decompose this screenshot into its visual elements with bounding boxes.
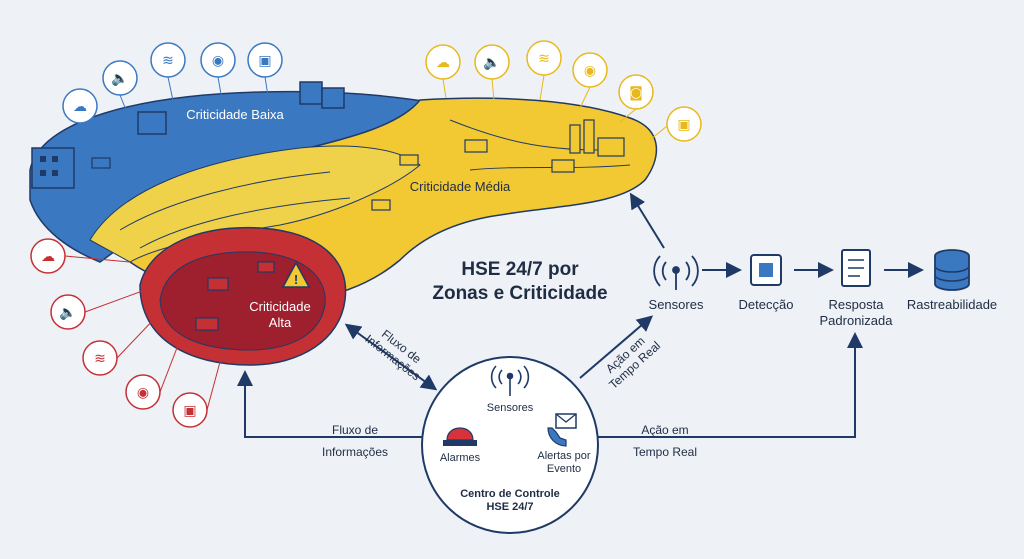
- soundwave-icon: ≋: [162, 53, 174, 69]
- signal-icon: ◉: [137, 385, 149, 401]
- pipeline-detection-label: Detecção: [738, 297, 794, 312]
- phone-mail-icon: [547, 413, 577, 447]
- signal-icon: ◉: [212, 53, 224, 69]
- cloud-icon: ☁: [73, 99, 87, 115]
- zone-high-line2: Alta: [268, 315, 292, 330]
- soundwave-icon: ≋: [538, 51, 550, 67]
- flow-bottom-right-line2: Tempo Real: [632, 445, 698, 459]
- speaker-icon: 🔈: [59, 305, 76, 321]
- title-line1: HSE 24/7 por: [461, 259, 579, 280]
- flow-bottom-right-line1: Ação em: [641, 423, 689, 437]
- flow-bottom-left-label: Fluxo de Informações: [305, 419, 405, 463]
- camera-icon: ▣: [677, 117, 690, 133]
- document-icon: [841, 249, 871, 287]
- warehouse-icon: [137, 81, 345, 135]
- response-line2: Padronizada: [819, 313, 893, 328]
- truck-icon: [91, 139, 575, 331]
- tower-icon: [490, 365, 530, 396]
- speaker-icon: 🔈: [111, 71, 128, 87]
- zone-high-line1: Criticidade: [249, 299, 311, 314]
- cc-sensors-label: Sensores: [486, 402, 534, 414]
- warning-icon: !: [281, 261, 311, 288]
- plant-icon: [569, 119, 625, 157]
- cc-name-label: Centro de Controle HSE 24/7: [450, 488, 570, 514]
- response-line1: Resposta: [828, 297, 884, 312]
- flow-bottom-left-line2: Informações: [321, 445, 389, 459]
- zone-medium-label: Criticidade Média: [409, 179, 511, 194]
- flow-bottom-right-label: Ação em Tempo Real: [615, 419, 715, 463]
- cc-name-line2: HSE 24/7: [486, 501, 534, 513]
- title-line2: Zonas e Criticidade: [432, 283, 608, 304]
- database-icon: [934, 249, 970, 291]
- pipeline-traceability-label: Rastreabilidade: [906, 297, 998, 312]
- zone-low-label: Criticidade Baixa: [186, 107, 284, 122]
- diagram-title: HSE 24/7 por Zonas e Criticidade: [400, 258, 640, 306]
- cc-alerts-line1: Alertas por: [537, 450, 591, 462]
- antenna-icon: [653, 255, 699, 290]
- cloud-icon: ☁: [41, 249, 55, 265]
- flow-bottom-left-line1: Fluxo de: [331, 423, 379, 437]
- chip-icon: [750, 254, 782, 286]
- camera-icon: ▣: [258, 53, 271, 69]
- cc-alerts-label: Alertas por Evento: [526, 450, 602, 476]
- cloud-icon: ☁: [436, 55, 450, 71]
- signal-icon: ◉: [584, 63, 596, 79]
- control-center-circle: [421, 356, 599, 534]
- svg-text:!: !: [294, 272, 298, 287]
- building-icon: [31, 147, 75, 189]
- cc-alarms-label: Alarmes: [439, 452, 481, 464]
- photo-camera-icon: ◙: [629, 85, 643, 101]
- pipeline-sensors-label: Sensores: [648, 297, 704, 312]
- alarm-icon: [443, 427, 477, 446]
- pipeline-response-label: Resposta Padronizada: [806, 297, 906, 329]
- zone-high-label: Criticidade Alta: [240, 299, 320, 331]
- camera-icon: ▣: [183, 403, 196, 419]
- soundwave-icon: ≋: [94, 351, 106, 367]
- cc-alerts-line2: Evento: [546, 463, 582, 475]
- speaker-icon: 🔈: [483, 55, 500, 71]
- cc-name-line1: Centro de Controle: [460, 488, 560, 500]
